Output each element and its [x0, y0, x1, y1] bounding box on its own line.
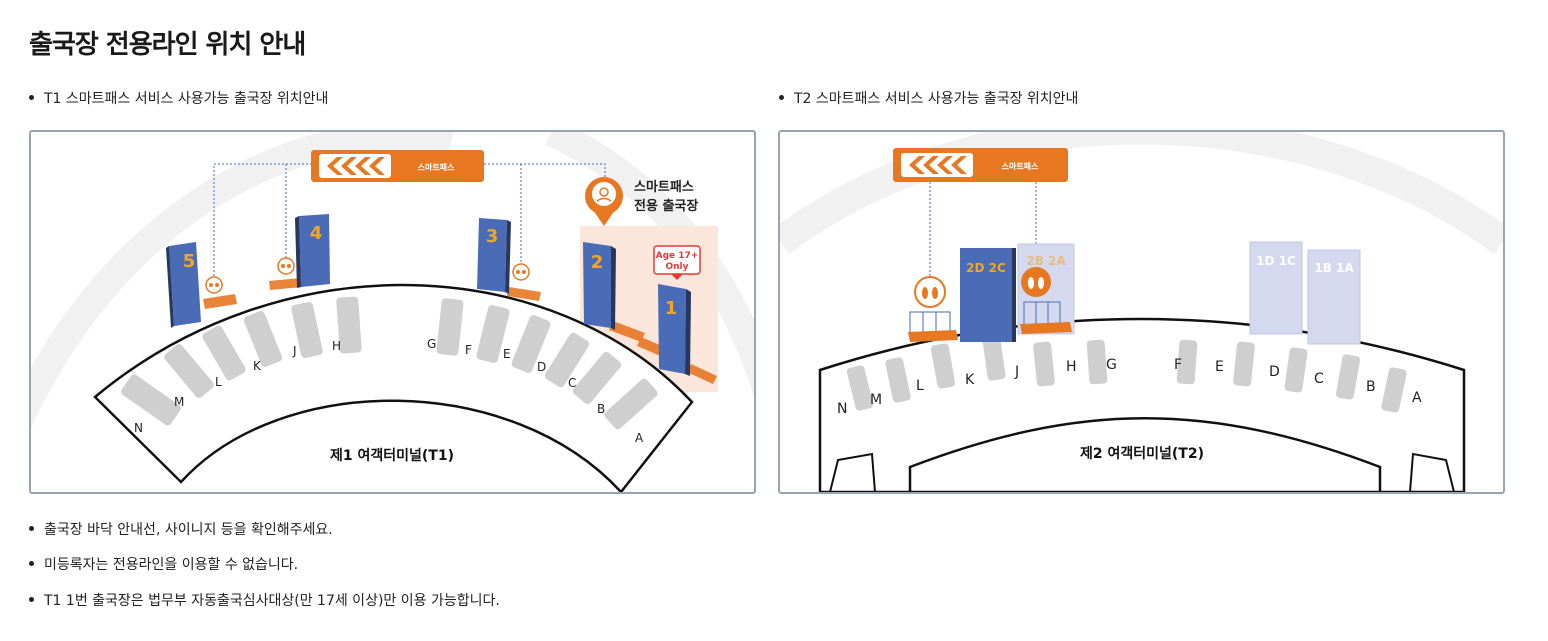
smartpass-label-1: 스마트패스	[634, 179, 694, 195]
page-title: 출국장 전용라인 위치 안내	[29, 30, 306, 60]
t2-terminal-building	[818, 317, 1466, 492]
svg-text:2D 2C: 2D 2C	[966, 261, 1006, 275]
counter2-A-label: A	[1412, 390, 1422, 406]
gate-1b-1a: 1B 1A	[1307, 249, 1361, 345]
counter-H-label: H	[332, 339, 341, 353]
counter-G	[436, 298, 464, 356]
gate-1: 1	[658, 284, 691, 376]
counter2-B-label: B	[1366, 379, 1376, 395]
svg-text:1B 1A: 1B 1A	[1314, 261, 1354, 275]
counter-B	[604, 378, 658, 430]
t2-subtitle: T2 스마트패스 서비스 사용가능 출국장 위치안내	[779, 88, 1078, 108]
bullet-icon	[779, 94, 784, 100]
svg-text:2B 2A: 2B 2A	[1026, 254, 1066, 268]
svg-text:5: 5	[183, 251, 196, 272]
counter2-L-label: L	[916, 378, 924, 394]
gate-5: 5	[166, 242, 201, 328]
t1-map-panel: N M L K J H G F E D C B A 제1 여객터미널(T1) 스…	[29, 130, 756, 494]
footprint-icon	[205, 257, 530, 294]
note-unregistered: 미등록자는 전용라인을 이용할 수 없습니다.	[29, 554, 298, 574]
counter-E-label: E	[503, 347, 511, 361]
counter-L	[202, 325, 246, 381]
t2-map: N M L K J H G F E D C B A 제2 여객터미널(T2) 스…	[780, 132, 1503, 492]
counter2-D	[1233, 341, 1255, 387]
face-scan-icon	[592, 182, 616, 206]
counter-B-label: B	[597, 402, 605, 416]
counter-L-label: L	[215, 375, 222, 389]
svg-text:Only: Only	[665, 262, 688, 272]
counter-M-label: M	[174, 395, 184, 409]
counter2-D-label: D	[1269, 364, 1280, 380]
t1-map: N M L K J H G F E D C B A 제1 여객터미널(T1) 스…	[31, 132, 754, 492]
t2-map-panel: N M L K J H G F E D C B A 제2 여객터미널(T2) 스…	[778, 130, 1505, 494]
counter-H	[336, 296, 362, 354]
t1-terminal-name: 제1 여객터미널(T1)	[330, 447, 454, 464]
counter2-E-label: E	[1215, 359, 1224, 375]
t1-smartpass-banner: 스마트패스	[311, 150, 484, 182]
counter-F	[476, 305, 510, 363]
counter-N	[121, 374, 181, 426]
t2-terminal-name: 제2 여객터미널(T2)	[1080, 445, 1204, 462]
note-floor-guide: 출국장 바닥 안내선, 사이니지 등을 확인해주세요.	[29, 519, 333, 539]
bullet-icon	[29, 596, 34, 602]
svg-text:스마트패스: 스마트패스	[418, 162, 455, 172]
svg-text:3: 3	[486, 226, 499, 247]
counter2-J-label: J	[1014, 364, 1019, 380]
bullet-icon	[29, 560, 34, 566]
counter-G-label: G	[427, 337, 436, 351]
note-t1-gate1: T1 1번 출국장은 법무부 자동출국심사대상(만 17세 이상)만 이용 가능…	[29, 590, 500, 610]
counter-N-label: N	[134, 421, 143, 435]
counter-J-label: J	[292, 344, 297, 358]
counter-M	[164, 344, 214, 398]
svg-text:4: 4	[310, 223, 323, 244]
bullet-icon	[29, 525, 34, 531]
counter2-C	[1284, 347, 1308, 393]
counter2-M-label: M	[870, 392, 882, 408]
counter2-H	[1086, 339, 1108, 385]
arrow-left-icon	[909, 156, 967, 174]
counter2-A2	[1381, 367, 1407, 413]
gate-2: 2	[583, 242, 616, 330]
counter-F-label: F	[465, 343, 472, 357]
svg-text:1D 1C: 1D 1C	[1256, 254, 1296, 268]
counter2-L	[930, 343, 956, 389]
bullet-icon	[29, 94, 34, 100]
counter2-K-label: K	[965, 372, 975, 388]
counter2-C-label: C	[1314, 371, 1324, 387]
gate-4: 4	[295, 214, 330, 288]
counter2-F	[1176, 339, 1198, 385]
counter-C	[572, 351, 622, 405]
counter-K-label: K	[253, 359, 262, 373]
gate-1d-1c: 1D 1C	[1249, 241, 1303, 335]
counter-C-label: C	[568, 376, 576, 390]
arrow-left-icon	[327, 157, 385, 175]
counter2-K	[982, 335, 1006, 381]
svg-text:2: 2	[591, 252, 604, 273]
counter-D	[544, 332, 590, 388]
counter2-N-label: N	[837, 401, 847, 417]
smartpass-label-2: 전용 출국장	[634, 198, 698, 214]
counter2-M	[885, 357, 911, 403]
counter2-N	[846, 365, 874, 411]
t1-smartpass-pin	[585, 177, 623, 226]
age-17-badge: Age 17+ Only	[653, 245, 701, 280]
counter2-G-label: G	[1106, 357, 1117, 373]
counter-A-label: A	[635, 431, 644, 445]
footprint-icon	[914, 267, 1051, 308]
counter2-F-label: F	[1174, 357, 1182, 373]
gate-3: 3	[477, 218, 511, 294]
svg-text:Age 17+: Age 17+	[656, 251, 699, 261]
t1-subtitle: T1 스마트패스 서비스 사용가능 출국장 위치안내	[29, 88, 328, 108]
counter-K	[243, 311, 283, 367]
counter2-B	[1335, 354, 1361, 400]
counter2-J	[1033, 341, 1055, 387]
counter-D-label: D	[537, 360, 546, 374]
counter2-H-label: H	[1066, 359, 1077, 375]
counter-J	[291, 302, 323, 358]
svg-text:1: 1	[665, 298, 678, 319]
t2-smartpass-banner: 스마트패스	[893, 148, 1068, 182]
svg-text:스마트패스: 스마트패스	[1002, 161, 1039, 171]
counter-E	[511, 315, 551, 373]
gate-2d-2c: 2D 2C	[960, 248, 1016, 342]
